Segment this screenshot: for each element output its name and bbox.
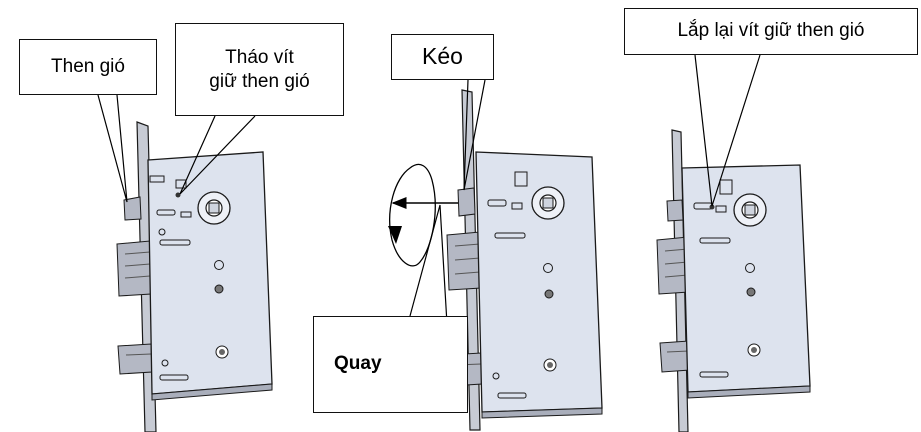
label-quay: Quay (313, 316, 468, 413)
leader-thao-vit (179, 115, 256, 195)
dead-bolt-3 (659, 340, 691, 373)
wind-bolt-1 (123, 196, 142, 221)
label-thao-vit-line1: Tháo vít (225, 46, 294, 68)
leader-then-gio (97, 94, 128, 203)
callout-leaders (97, 54, 761, 325)
label-then-gio-text: Then gió (51, 55, 125, 77)
label-quay-text: Quay (334, 353, 382, 375)
label-lap-lai: Lắp lại vít giữ then gió (624, 8, 918, 55)
label-then-gio: Then gió (19, 39, 157, 95)
rotate-arrow-icon (389, 163, 436, 267)
label-thao-vit-line2: giữ then gió (209, 70, 310, 92)
leader-quay (409, 204, 448, 325)
dead-bolt-1 (117, 343, 153, 375)
rotation-indicator (388, 163, 458, 267)
latch-bolt-1 (116, 240, 152, 297)
leader-keo (463, 79, 486, 191)
latch-bolt-2 (446, 231, 482, 291)
lock-body-1 (147, 151, 273, 395)
label-lap-lai-text: Lắp lại vít giữ then gió (677, 20, 865, 42)
label-keo-text: Kéo (422, 43, 463, 70)
mortise-lock-1 (116, 121, 273, 432)
mortise-lock-3 (656, 129, 811, 432)
wind-bolt-2 (457, 187, 476, 217)
label-keo: Kéo (391, 34, 494, 80)
leader-lap-lai (694, 54, 761, 207)
mortise-lock-2 (446, 89, 603, 431)
wind-bolt-3 (666, 199, 684, 222)
label-thao-vit: Tháo vít giữ then gió (175, 23, 344, 116)
